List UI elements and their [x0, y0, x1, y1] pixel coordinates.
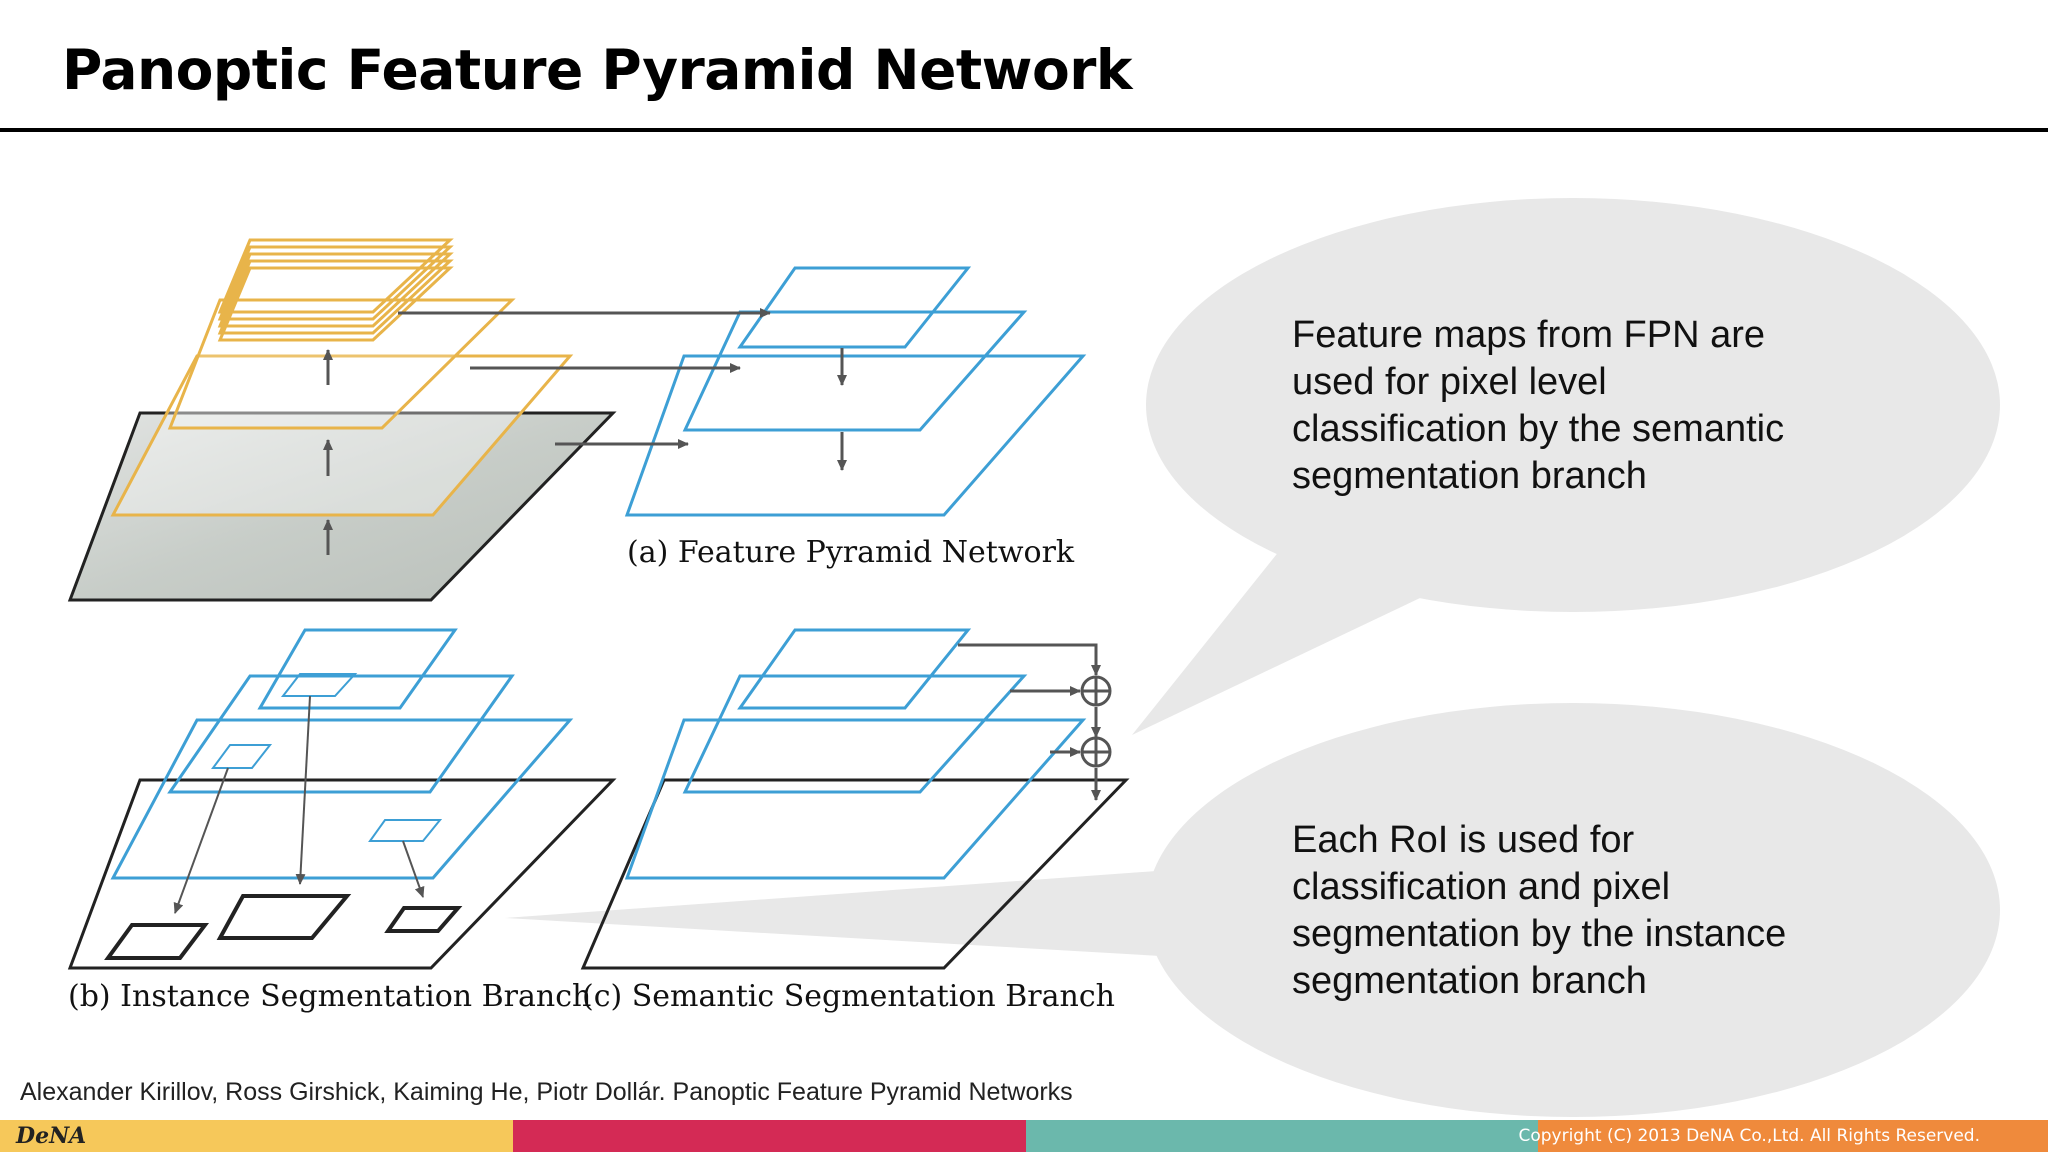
footer-bar: DeNA Copyright (C) 2013 DeNA Co.,Ltd. Al… [0, 1120, 2048, 1152]
semantic-callout-bubble [1132, 198, 2000, 735]
slide-title: Panoptic Feature Pyramid Network [62, 38, 1132, 102]
backbone-layers [110, 238, 574, 517]
instance-callout-bubble [505, 703, 2000, 1117]
instance-input-plane [67, 778, 617, 970]
instance-callout-text: Each RoI is used for classification and … [1292, 817, 1852, 1005]
callout-line: segmentation by the instance [1292, 913, 1787, 955]
roi-arrows [173, 695, 425, 914]
paper-citation: Alexander Kirillov, Ross Girshick, Kaimi… [20, 1078, 1073, 1106]
callout-line: Each RoI is used for [1292, 819, 1635, 861]
title-divider [0, 128, 2048, 132]
semantic-pyramid-layers [624, 628, 1087, 880]
dena-logo: DeNA [16, 1123, 87, 1149]
semantic-callout-text: Feature maps from FPN are used for pixel… [1292, 312, 1852, 500]
callout-line: classification and pixel [1292, 866, 1671, 908]
caption-instance-segmentation-branch: (b) Instance Segmentation Branch [68, 979, 591, 1014]
roi-boxes [211, 673, 443, 842]
input-image-plane [67, 411, 617, 602]
caption-feature-pyramid-network: (a) Feature Pyramid Network [627, 535, 1075, 570]
footer-segment-yellow [0, 1120, 513, 1152]
callout-line: classification by the semantic [1292, 408, 1785, 450]
footer-segment-red [513, 1120, 1026, 1152]
lateral-connection-arrows [398, 308, 771, 449]
footer-segment-orange [1538, 1120, 2048, 1152]
panoptic-fpn-diagram: (a) Feature Pyramid Network (b) Instance… [67, 198, 2000, 1117]
semantic-output-plane [580, 778, 1130, 970]
sum-operator-icon [1080, 675, 1112, 768]
footer-segment-teal [1026, 1120, 1538, 1152]
semantic-merge-arrows [958, 643, 1101, 801]
callout-line: segmentation branch [1292, 455, 1647, 497]
fpn-pyramid-layers [624, 266, 1087, 517]
instance-pyramid-layers [110, 628, 574, 880]
callout-line: used for pixel level [1292, 361, 1607, 403]
callout-line: Feature maps from FPN are [1292, 314, 1766, 356]
copyright-notice: Copyright (C) 2013 DeNA Co.,Ltd. All Rig… [1518, 1126, 1980, 1146]
callout-line: segmentation branch [1292, 960, 1647, 1002]
instance-mask-outputs [104, 894, 463, 960]
caption-semantic-segmentation-branch: (c) Semantic Segmentation Branch [582, 979, 1115, 1014]
